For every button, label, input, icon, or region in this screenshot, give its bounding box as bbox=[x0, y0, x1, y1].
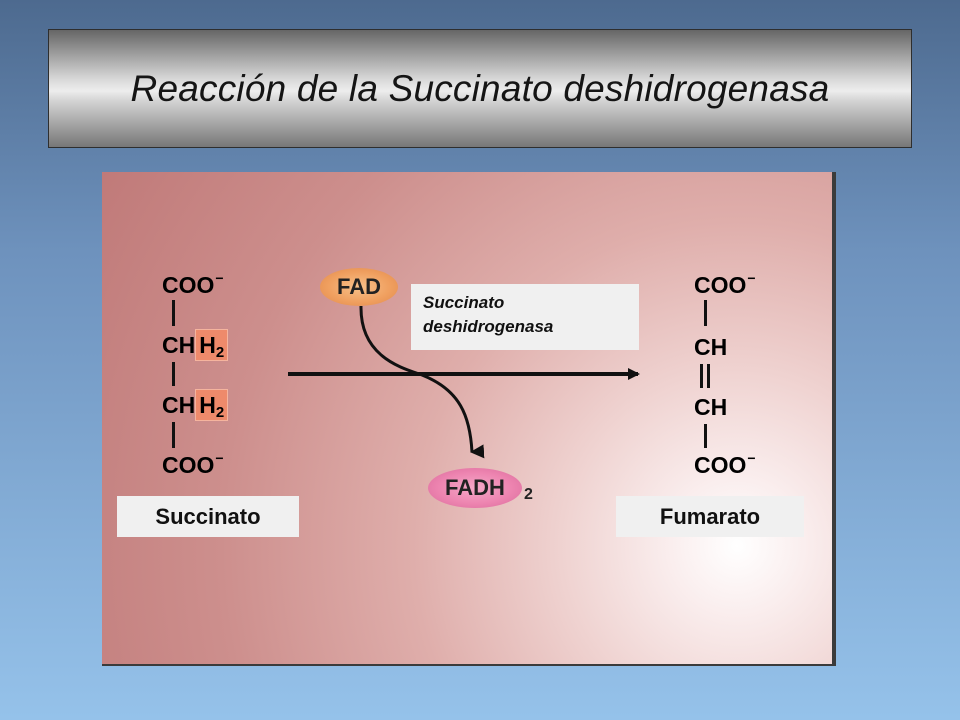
succinate-bond-1 bbox=[172, 300, 175, 326]
fumarate-ch-1: CH bbox=[694, 334, 728, 360]
succinate-bond-3 bbox=[172, 422, 175, 448]
fadh2-subscript: 2 bbox=[524, 486, 533, 503]
enzyme-label: Succinato deshidrogenasa bbox=[411, 284, 639, 350]
fumarate-coo-bottom: COO− bbox=[694, 450, 756, 478]
fumarate-coo-top: COO− bbox=[694, 270, 756, 298]
fumarate-ch-2: CH bbox=[694, 394, 728, 420]
fumarate-bond-3 bbox=[704, 424, 707, 448]
fad-to-fadh2-arrow bbox=[359, 305, 485, 459]
succinate-coo-bottom: COO− bbox=[162, 450, 224, 478]
fumarate-label: Fumarato bbox=[616, 496, 804, 537]
title-banner: Reacción de la Succinato deshidrogenasa bbox=[48, 29, 912, 148]
page-title: Reacción de la Succinato deshidrogenasa bbox=[130, 67, 830, 109]
succinate-bond-2 bbox=[172, 362, 175, 386]
fad-oval: FAD bbox=[320, 268, 398, 306]
succinate-coo-top: COO− bbox=[162, 270, 224, 298]
fumarate-bond-1 bbox=[704, 300, 707, 326]
succinate-label: Succinato bbox=[117, 496, 299, 537]
enzyme-label-line1: Succinato bbox=[423, 293, 505, 312]
reaction-arrows bbox=[288, 305, 640, 459]
enzyme-label-line2: deshidrogenasa bbox=[423, 317, 554, 336]
fadh2-oval: FADH bbox=[428, 468, 522, 508]
fumarate-double-bond bbox=[700, 364, 710, 388]
